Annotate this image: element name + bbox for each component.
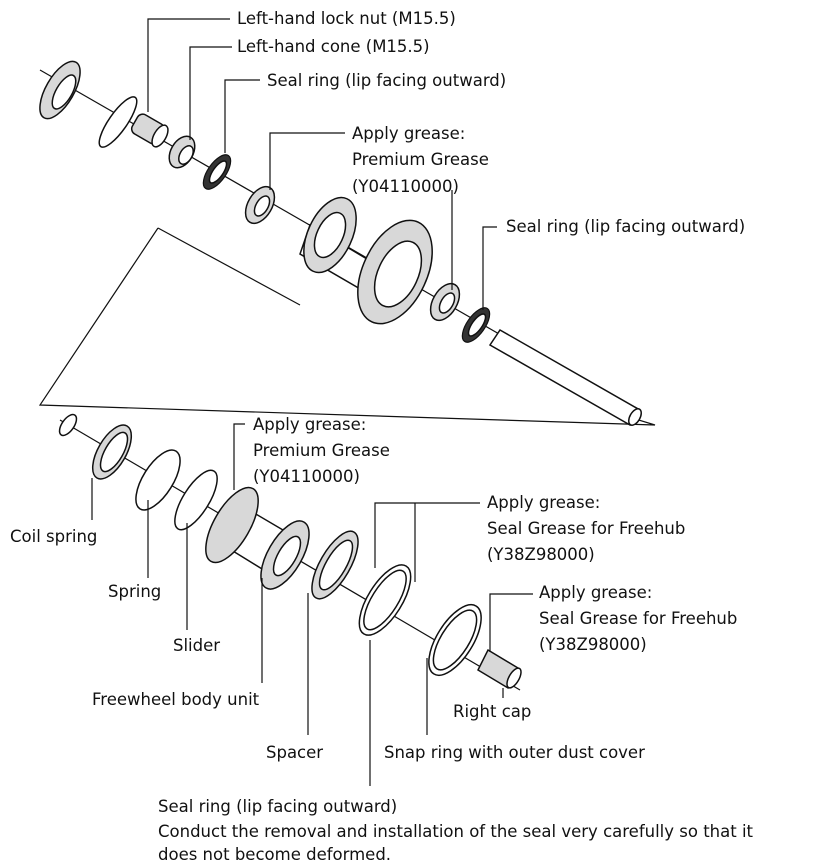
label-snap-ring: Snap ring with outer dust cover [384, 743, 645, 762]
label-seal-ring-bottom: Seal ring (lip facing outward) [158, 797, 398, 816]
slider-part [174, 469, 218, 531]
freewheel-body-part [205, 486, 310, 590]
coil-spring-part [91, 424, 133, 480]
label-grease-seal-product: Seal Grease for Freehub [487, 519, 686, 538]
note-line-2: does not become deformed. [158, 845, 392, 864]
label-lh-lock-nut: Left-hand lock nut (M15.5) [237, 9, 456, 28]
label-grease-mid-title: Apply grease: [253, 415, 367, 434]
note-line-1: Conduct the removal and installation of … [158, 822, 754, 841]
leader-seal-ring-top [224, 79, 260, 153]
label-grease-seal-title: Apply grease: [487, 493, 601, 512]
snap-ring-part [428, 604, 482, 676]
leader-grease-cap [489, 593, 533, 652]
label-spring: Spring [108, 582, 162, 601]
lower-seal-ring [358, 564, 412, 636]
label-spacer: Spacer [266, 743, 324, 762]
axle [488, 329, 642, 426]
hub-body [299, 196, 433, 325]
left-spacer-ring [98, 96, 138, 148]
label-lh-cone: Left-hand cone (M15.5) [237, 37, 430, 56]
spring-part [135, 449, 181, 511]
label-grease-mid-product: Premium Grease [253, 441, 390, 460]
label-grease-seal-code: (Y38Z98000) [487, 545, 595, 564]
right-bearing [429, 282, 461, 322]
left-lock-nut [130, 113, 169, 148]
left-seal-ring [202, 154, 232, 190]
label-coil-spring: Coil spring [10, 527, 98, 546]
label-grease-upper-code: (Y04110000) [352, 177, 459, 196]
left-end-cap [39, 60, 81, 120]
label-right-cap: Right cap [453, 702, 532, 721]
small-o-ring [58, 413, 78, 437]
left-cone [168, 135, 196, 169]
leader-grease-mid [233, 423, 245, 490]
label-slider: Slider [173, 636, 221, 655]
assembly-connection-frame [38, 227, 656, 426]
spacer-part [311, 530, 359, 600]
label-seal-ring-top: Seal ring (lip facing outward) [267, 71, 507, 90]
right-cap-part [477, 648, 522, 690]
leader-grease-seal [374, 502, 480, 568]
label-seal-ring-right: Seal ring (lip facing outward) [506, 217, 746, 236]
label-grease-upper-product: Premium Grease [352, 150, 489, 169]
leader-lh-lock-nut [147, 18, 230, 112]
leader-seal-ring-right [482, 226, 497, 310]
frame-link-line [157, 227, 301, 306]
right-seal-ring [461, 307, 491, 343]
leader-lh-cone [189, 46, 232, 140]
label-grease-mid-code: (Y04110000) [253, 467, 360, 486]
label-grease-cap-code: (Y38Z98000) [539, 635, 647, 654]
leader-grease-upper [269, 132, 345, 190]
label-grease-cap-product: Seal Grease for Freehub [539, 609, 738, 628]
label-freewheel-body: Freewheel body unit [92, 690, 260, 709]
label-grease-upper-title: Apply grease: [352, 124, 466, 143]
label-grease-cap-title: Apply grease: [539, 583, 653, 602]
